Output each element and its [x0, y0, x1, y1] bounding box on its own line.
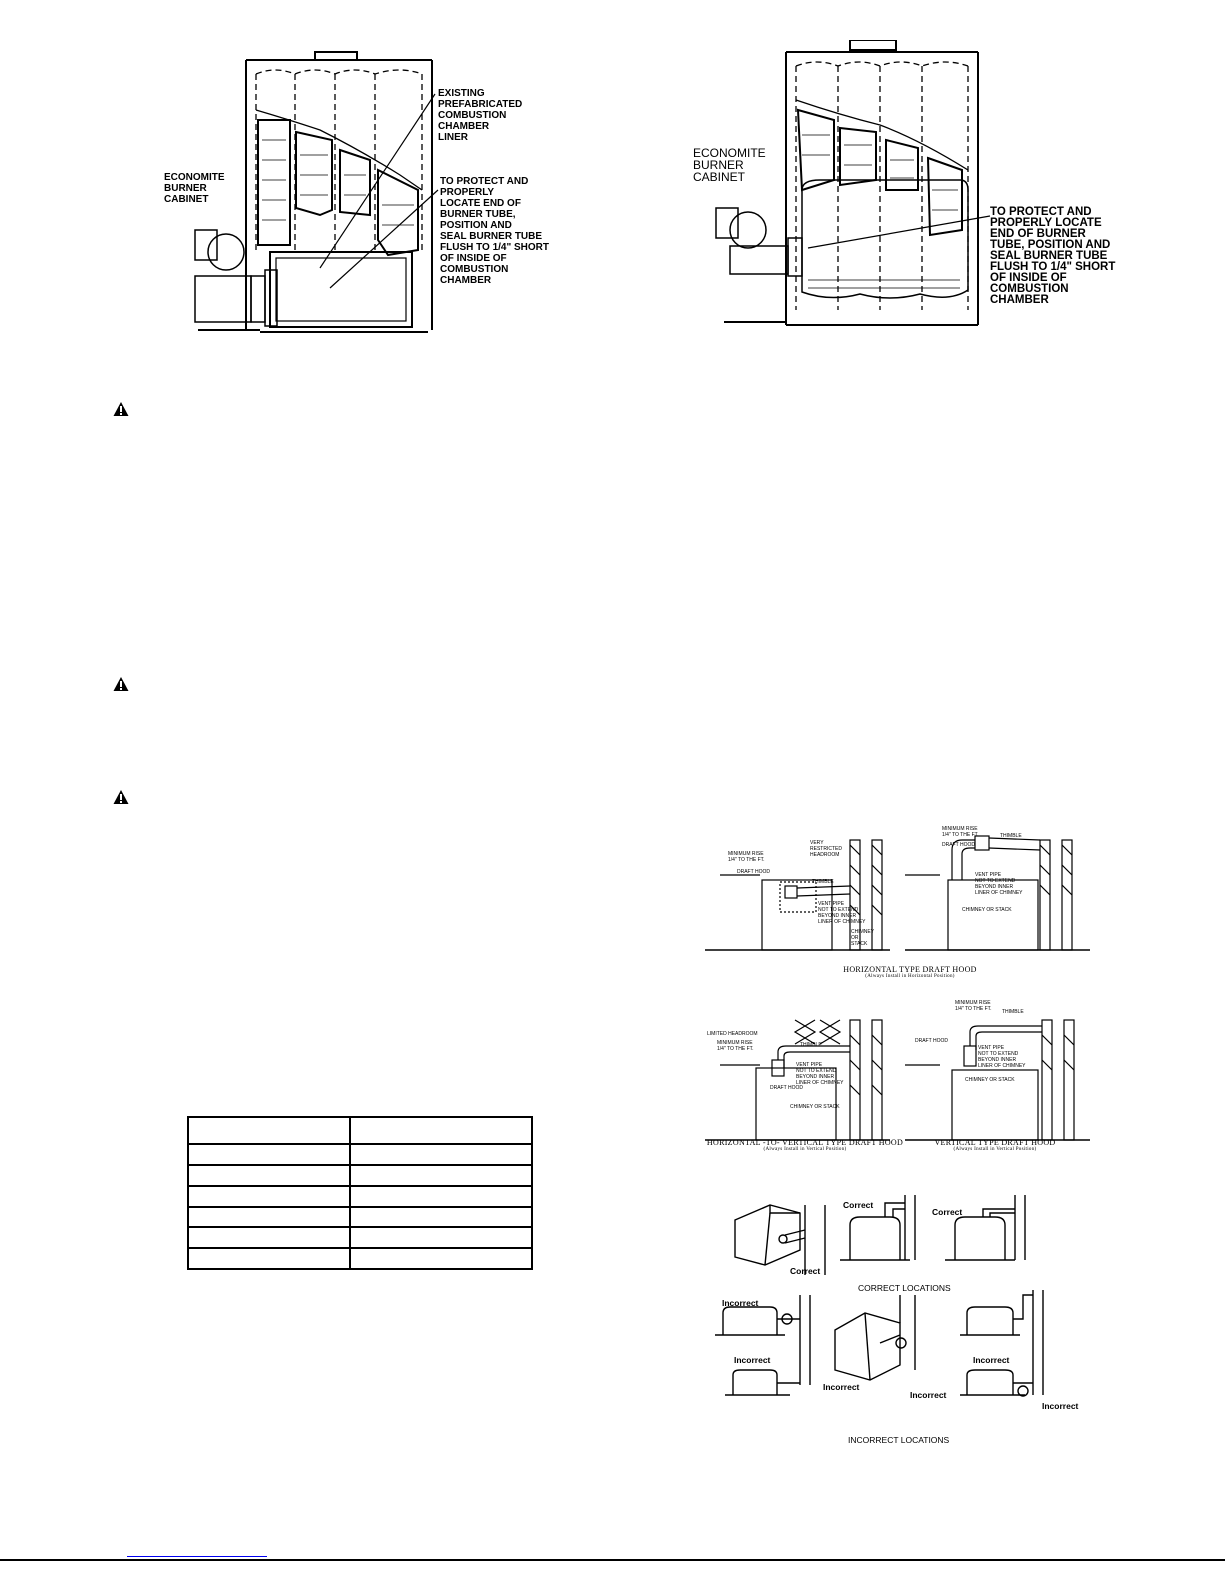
table-row: [187, 1184, 533, 1208]
label-thimble: THIMBLE: [1000, 833, 1022, 839]
label-chimney-stack: CHIMNEY OR STACK: [962, 907, 1012, 913]
table-row: [187, 1163, 533, 1187]
label-draft-hood: DRAFT HOOD: [770, 1085, 803, 1091]
label-correct: Correct: [932, 1207, 963, 1217]
label-thimble: THIMBLE: [812, 879, 834, 885]
caption-subtext: (Always Install in Vertical Position): [953, 1147, 1037, 1152]
label-incorrect: Incorrect: [823, 1382, 860, 1392]
label-min-rise: MINIMUM RISE 1/4" TO THE FT.: [717, 1040, 754, 1052]
label-thimble: THIMBLE: [800, 1042, 822, 1048]
label-incorrect: Incorrect: [722, 1298, 759, 1308]
table-row: [187, 1115, 533, 1146]
label-economite-left: ECONOMITE BURNER CABINET: [164, 172, 225, 205]
label-min-rise: MINIMUM RISE 1/4" TO THE FT.: [955, 1000, 992, 1012]
barometric-control-locations: [715, 1195, 1044, 1397]
correct-locations-caption: CORRECT LOCATIONS: [858, 1283, 951, 1293]
label-min-rise: MINIMUM RISE 1/4" TO THE FT.: [728, 851, 765, 863]
label-chimney-or-stack: CHIMNEY OR STACK: [851, 929, 875, 947]
label-incorrect: Incorrect: [910, 1390, 947, 1400]
right-combustion-chamber-figure: [715, 40, 991, 326]
label-min-rise: MINIMUM RISE 1/4" TO THE FT.: [942, 826, 979, 838]
label-protect-right: TO PROTECT AND PROPERLY LOCATE END OF BU…: [990, 206, 1116, 306]
caption-subtext: (Always Install in Vertical Position): [763, 1147, 847, 1152]
data-table: [187, 1115, 533, 1270]
label-thimble: THIMBLE: [1002, 1009, 1024, 1015]
label-economite-right: ECONOMITE BURNER CABINET: [693, 146, 766, 184]
label-chimney-stack: CHIMNEY OR STACK: [965, 1077, 1015, 1083]
label-incorrect: Incorrect: [973, 1355, 1010, 1365]
caption-subtext: (Always Install in Horizontal Position): [865, 974, 955, 979]
label-incorrect: Incorrect: [1042, 1401, 1079, 1411]
label-correct: Correct: [790, 1266, 821, 1276]
footer-link-underline[interactable]: [127, 1556, 267, 1557]
label-vent-pipe: VENT PIPE NOT TO EXTEND BEYOND INNER LIN…: [975, 872, 1023, 896]
label-draft-hood: DRAFT HOOD: [915, 1038, 948, 1044]
footer-rule: [0, 1559, 1225, 1561]
label-draft-hood: DRAFT HOOD: [737, 869, 770, 875]
label-existing-liner: EXISTING PREFABRICATED COMBUSTION CHAMBE…: [438, 88, 523, 143]
warning-icon: [113, 790, 129, 804]
caption-text: HORIZONTAL TYPE DRAFT HOOD: [843, 965, 977, 974]
warning-icon: [113, 402, 129, 416]
label-vent-pipe: VENT PIPE NOT TO EXTEND BEYOND INNER LIN…: [978, 1045, 1026, 1069]
table-row: [187, 1143, 533, 1166]
table-row: [187, 1247, 533, 1270]
label-limited-headroom: LIMITED HEADROOM: [707, 1031, 758, 1037]
label-incorrect: Incorrect: [734, 1355, 771, 1365]
table-row: [187, 1205, 533, 1229]
left-combustion-chamber-figure: [194, 51, 439, 333]
draft-hood-diagrams: [705, 835, 1090, 1141]
caption-h2v-draft-hood: HORIZONTAL -to- VERTICAL TYPE DRAFT HOOD…: [700, 1138, 910, 1152]
warning-icon: [113, 677, 129, 691]
label-chimney-stack: CHIMNEY OR STACK: [790, 1104, 840, 1110]
caption-vertical-draft-hood: VERTICAL TYPE DRAFT HOOD (Always Install…: [915, 1138, 1075, 1152]
label-correct: Correct: [843, 1200, 874, 1210]
caption-horizontal-draft-hood: HORIZONTAL TYPE DRAFT HOOD (Always Insta…: [800, 965, 1020, 979]
caption-text: VERTICAL TYPE DRAFT HOOD: [934, 1138, 1056, 1147]
label-vent-pipe: VENT PIPE NOT TO EXTEND BEYOND INNER LIN…: [818, 901, 866, 925]
caption-text: HORIZONTAL -to- VERTICAL TYPE DRAFT HOOD: [706, 1138, 904, 1147]
table-row: [187, 1226, 533, 1250]
incorrect-locations-caption: INCORRECT LOCATIONS: [848, 1435, 950, 1445]
label-very-restricted: VERY RESTRICTED HEADROOM: [810, 840, 842, 858]
label-draft-hood: DRAFT HOOD: [942, 842, 975, 848]
label-vent-pipe: VENT PIPE NOT TO EXTEND BEYOND INNER LIN…: [796, 1062, 844, 1086]
label-protect-left: TO PROTECT AND PROPERLY LOCATE END OF BU…: [440, 176, 550, 286]
